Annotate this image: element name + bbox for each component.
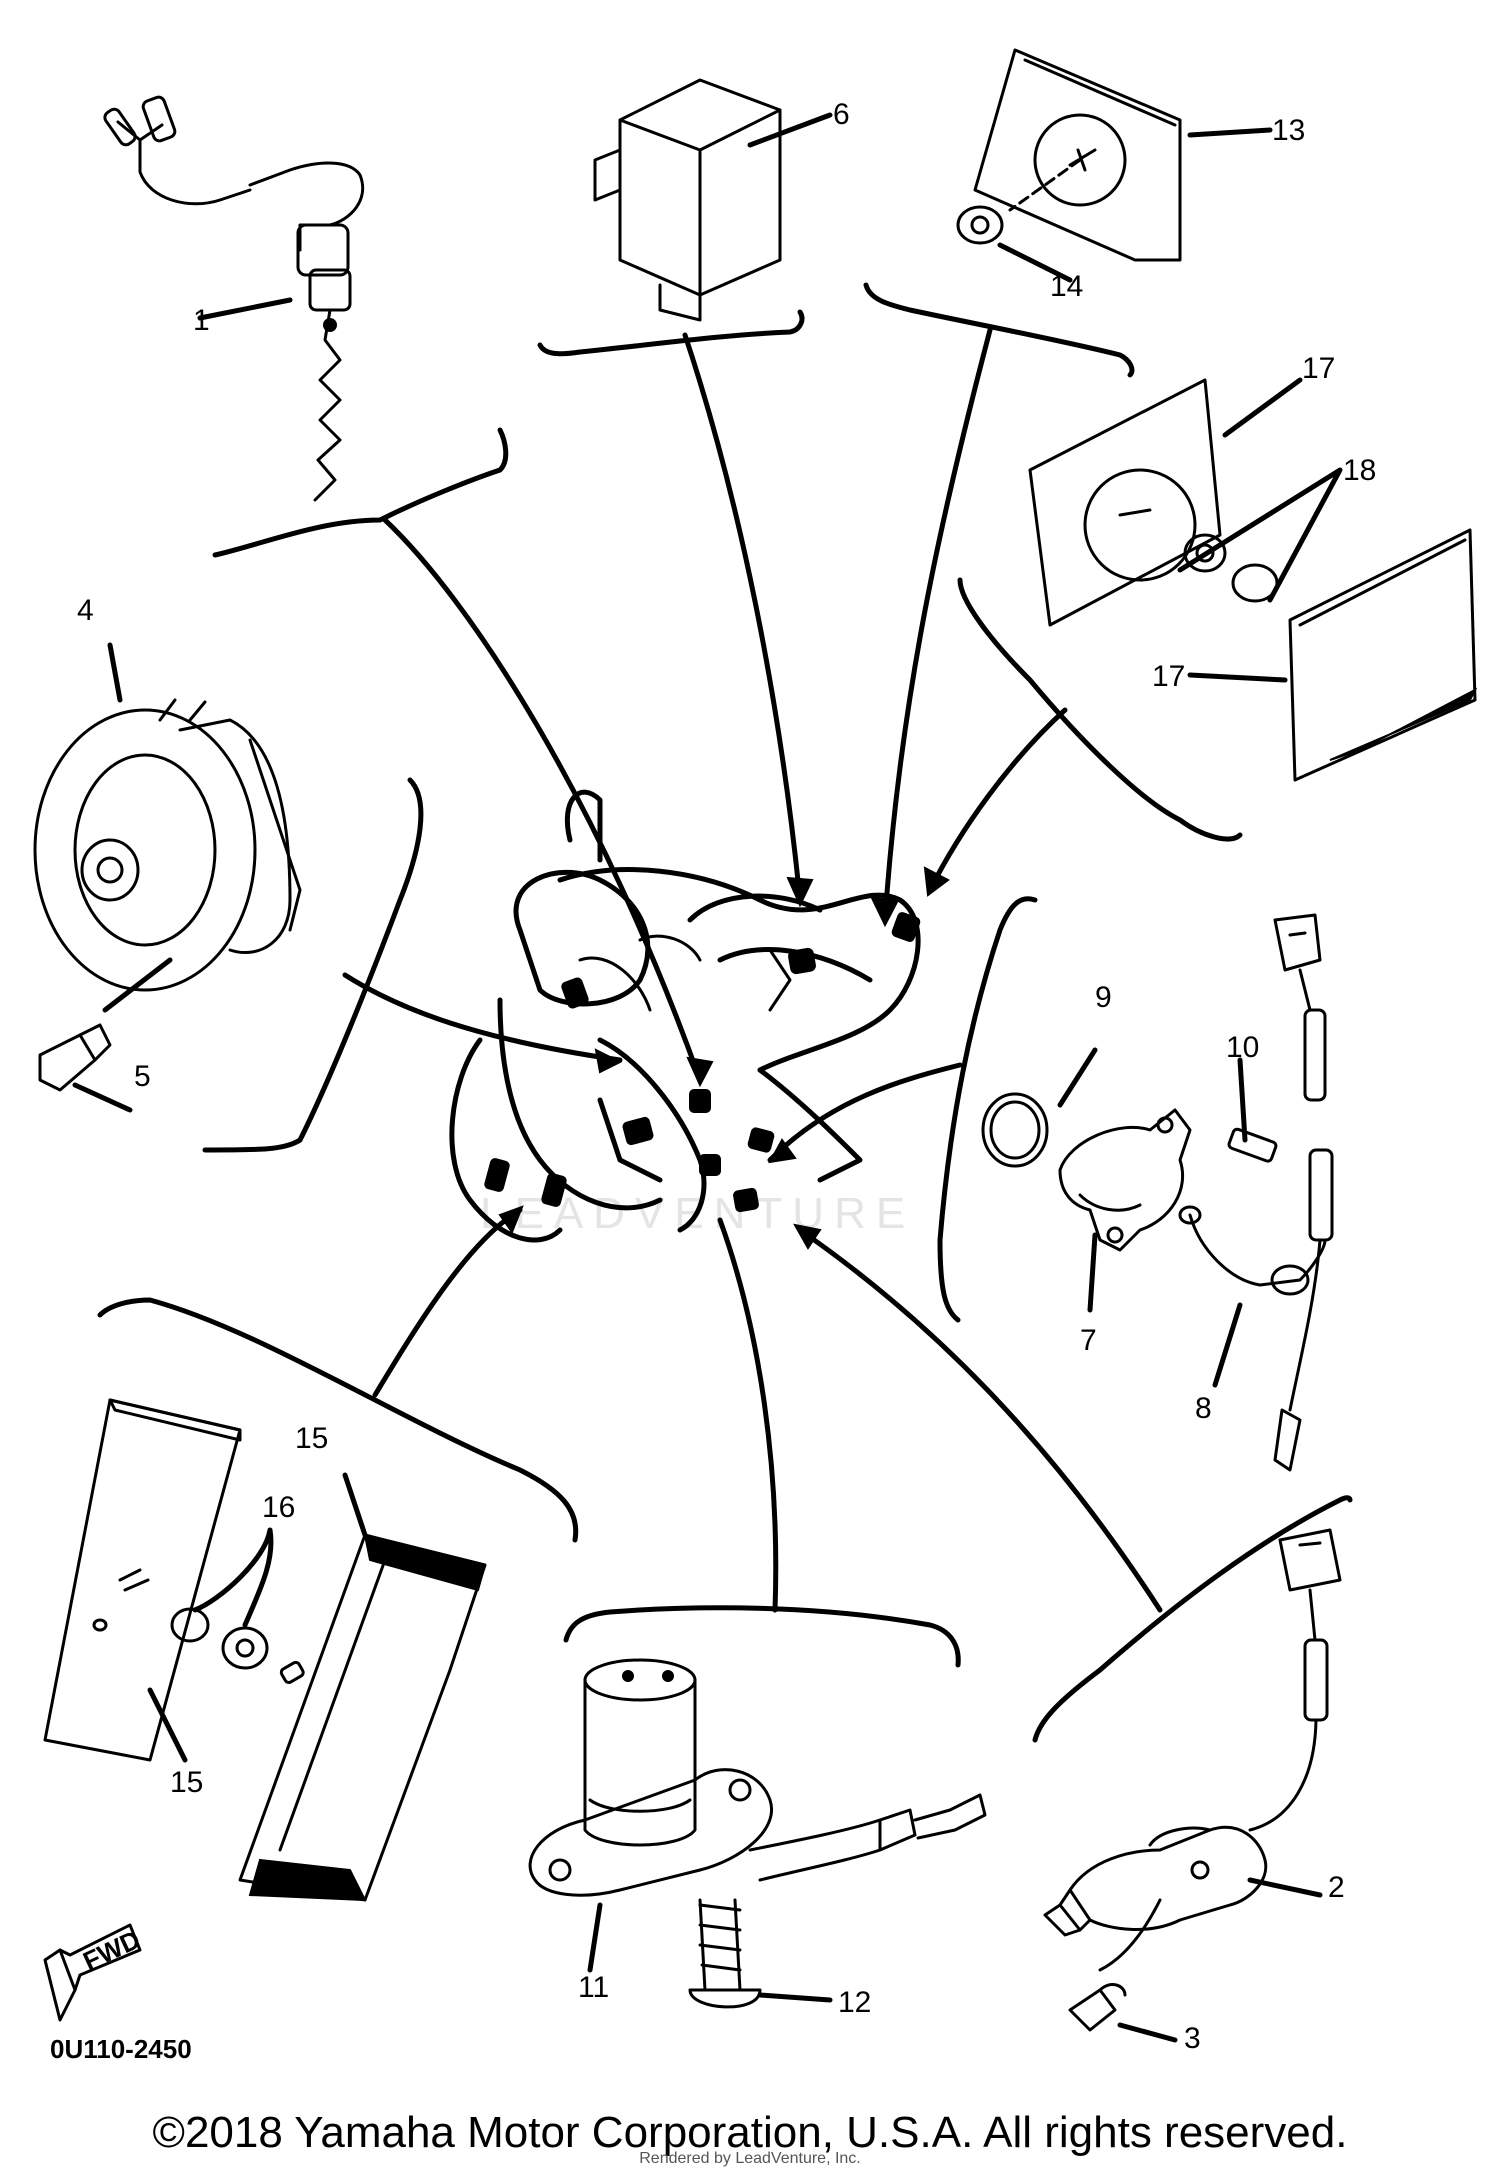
callout-17-a: 17 xyxy=(1302,352,1335,385)
part-15-reflector-panels xyxy=(43,1398,487,1902)
frame-assembly xyxy=(449,789,921,1243)
part-4-horn xyxy=(33,642,302,1113)
callout-12: 12 xyxy=(838,1986,871,2019)
callout-11: 11 xyxy=(578,1971,609,2004)
callout-4: 4 xyxy=(77,594,94,627)
callout-numbers: 1 2 3 4 5 6 7 8 9 10 11 12 13 14 15 15 1… xyxy=(77,98,1376,2055)
callout-15-a: 15 xyxy=(295,1422,328,1455)
rendered-by-notice: Rendered by LeadVenture, Inc. xyxy=(639,2150,861,2167)
part-17-reflector-set xyxy=(1028,377,1478,782)
part-6-flasher-relay xyxy=(593,78,833,322)
part-7-pickup xyxy=(981,1047,1278,1313)
leader-lines xyxy=(97,282,1353,1743)
arrowheads xyxy=(498,866,950,1250)
part-1-oil-switch xyxy=(103,95,365,502)
fwd-direction-arrow: FWD xyxy=(43,1923,145,2022)
callout-6: 6 xyxy=(833,98,850,131)
callout-5: 5 xyxy=(134,1060,151,1093)
part-13-reflector xyxy=(956,48,1273,283)
callout-16: 16 xyxy=(262,1491,295,1524)
callout-3: 3 xyxy=(1184,2022,1201,2055)
callout-18: 18 xyxy=(1343,454,1376,487)
callout-2: 2 xyxy=(1328,1871,1345,1904)
callout-7: 7 xyxy=(1080,1324,1097,1357)
copyright-notice: ©2018 Yamaha Motor Corporation, U.S.A. A… xyxy=(152,2108,1348,2157)
callout-10: 10 xyxy=(1226,1031,1259,1064)
callout-15-b: 15 xyxy=(170,1766,203,1799)
callout-9: 9 xyxy=(1095,981,1112,1014)
part-11-oil-level-switch xyxy=(528,1658,987,2009)
callout-17-b: 17 xyxy=(1152,660,1185,693)
callout-1: 1 xyxy=(193,304,210,337)
part-8-lead-wire xyxy=(1178,913,1334,1472)
fwd-label: FWD xyxy=(78,1924,144,1976)
drawing-code: 0U110-2450 xyxy=(50,2034,192,2064)
callout-13: 13 xyxy=(1272,114,1305,147)
callout-8: 8 xyxy=(1195,1392,1212,1425)
part-2-neutral-switch xyxy=(1043,1528,1342,2043)
callout-14: 14 xyxy=(1050,270,1083,303)
